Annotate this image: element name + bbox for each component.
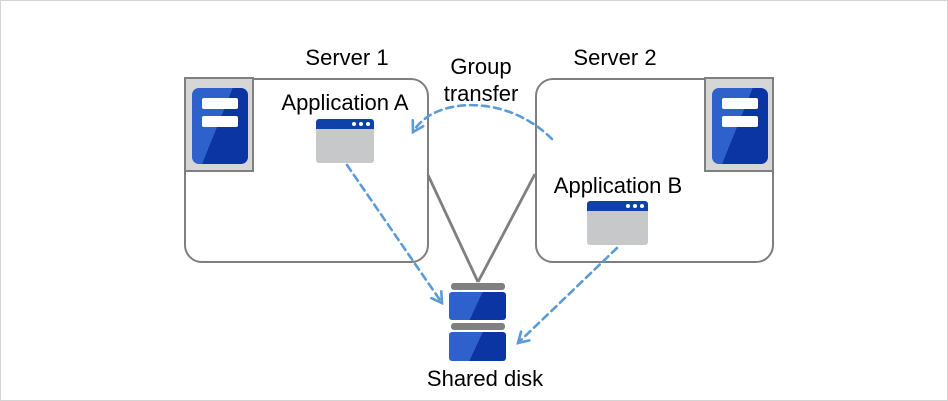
window-dots-icon: [626, 204, 644, 208]
app-b-label: Application B: [553, 173, 683, 198]
app-window-icon: [587, 201, 648, 245]
group-transfer-arrow: [411, 103, 554, 141]
shared-disk-label: Shared disk: [426, 366, 544, 391]
app-a-label: Application A: [281, 90, 409, 115]
connector-server2-disk: [476, 173, 537, 283]
disk-cap: [450, 283, 505, 290]
connector-server1-disk: [426, 174, 480, 283]
server2-label: Server 2: [573, 45, 657, 70]
server-tower-icon: [704, 77, 774, 172]
server-slot: [722, 98, 758, 109]
app-window-titlebar: [316, 119, 374, 129]
disk-platter: [449, 292, 506, 320]
group-transfer-label: Group transfer: [443, 54, 519, 106]
server-slot: [202, 98, 238, 109]
server-slot: [722, 116, 758, 127]
app-window-body: [587, 211, 648, 245]
disk-platter: [449, 332, 506, 361]
app-window-titlebar: [587, 201, 648, 211]
server-slot: [202, 116, 238, 127]
window-dots-icon: [352, 122, 370, 126]
app-window-body: [316, 129, 374, 163]
server-tower-icon: [184, 77, 254, 172]
server-tower-body: [192, 88, 248, 164]
server-tower-body: [712, 88, 768, 164]
disk-stack-icon: [449, 282, 506, 363]
disk-cap: [450, 323, 505, 330]
app-window-icon: [316, 119, 374, 163]
server1-label: Server 1: [305, 45, 389, 70]
